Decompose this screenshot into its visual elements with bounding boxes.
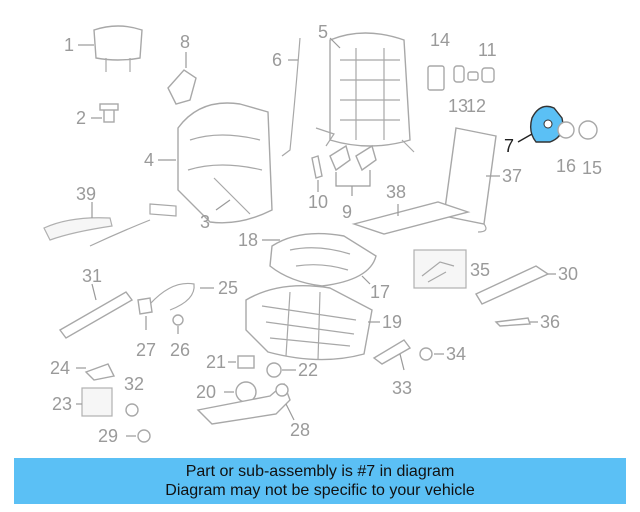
clips [311,144,377,179]
knob-15 [578,120,598,140]
info-banner: Part or sub-assembly is #7 in diagram Di… [14,458,626,504]
cap-29 [137,429,151,443]
label-5: 5 [318,22,328,42]
label-11: 11 [478,40,497,60]
cover-36 [494,317,531,327]
cover-14 [427,65,445,91]
label-17: 17 [370,282,390,302]
banner-line-2: Diagram may not be specific to your vehi… [165,482,475,499]
label-6: 6 [272,50,282,70]
label-13: 13 [448,96,468,116]
label-26: 26 [170,340,190,360]
label-37: 37 [502,166,522,186]
label-7: 7 [504,136,514,156]
side-shield [196,382,291,425]
label-20: 20 [196,382,216,402]
label-39: 39 [76,184,96,204]
knob-12 [467,71,479,81]
kit-23 [81,387,113,417]
label-21: 21 [206,352,226,372]
part-7-highlighted [529,105,564,143]
knob-13 [453,65,465,83]
label-9: 9 [342,202,352,222]
label-33: 33 [392,378,412,398]
seat-board [351,201,471,235]
clip-26 [172,314,184,326]
bracket-27 [137,297,153,315]
label-29: 29 [98,426,118,446]
label-31: 31 [82,266,102,286]
label-24: 24 [50,358,70,378]
label-38: 38 [386,182,406,202]
seat-frame [245,285,373,361]
label-4: 4 [144,150,154,170]
label-2: 2 [76,108,86,128]
part-22 [266,362,282,378]
part-21 [237,355,255,369]
label-27: 27 [136,340,156,360]
seatback-frame [315,32,415,153]
label-36: 36 [540,312,560,332]
lever-33 [372,339,412,365]
label-23: 23 [52,394,72,414]
cap-34 [419,347,433,361]
ring-16 [557,121,575,139]
headrest [93,25,143,72]
label-32: 32 [124,374,144,394]
label-34: 34 [446,344,466,364]
banner-line-1: Part or sub-assembly is #7 in diagram [185,463,455,480]
seatback-cushion [177,102,273,224]
side-trim-31 [58,291,134,339]
bolt [99,103,119,123]
label-1: 1 [64,35,74,55]
recliner-bracket [167,69,197,105]
seat-parts-diagram: 1 2 4 3 5 6 8 9 10 11 13 12 14 [43,22,602,446]
label-3: 3 [200,212,210,232]
cable-25 [149,282,195,311]
release-cable [281,37,301,157]
label-8: 8 [180,32,190,52]
bracket-24 [84,363,116,381]
wire-harness [43,203,177,247]
label-10: 10 [308,192,328,212]
seat-cushion [269,232,377,287]
label-16: 16 [556,156,576,176]
label-22: 22 [298,360,318,380]
label-15: 15 [582,158,602,178]
label-30: 30 [558,264,578,284]
knob-11 [481,67,495,83]
label-12: 12 [466,96,486,116]
clip-32 [125,403,139,417]
label-28: 28 [290,420,310,440]
label-25: 25 [218,278,238,298]
label-19: 19 [382,312,402,332]
label-14: 14 [430,30,450,50]
lever-kit [413,249,467,289]
label-35: 35 [470,260,490,280]
label-18: 18 [238,230,258,250]
